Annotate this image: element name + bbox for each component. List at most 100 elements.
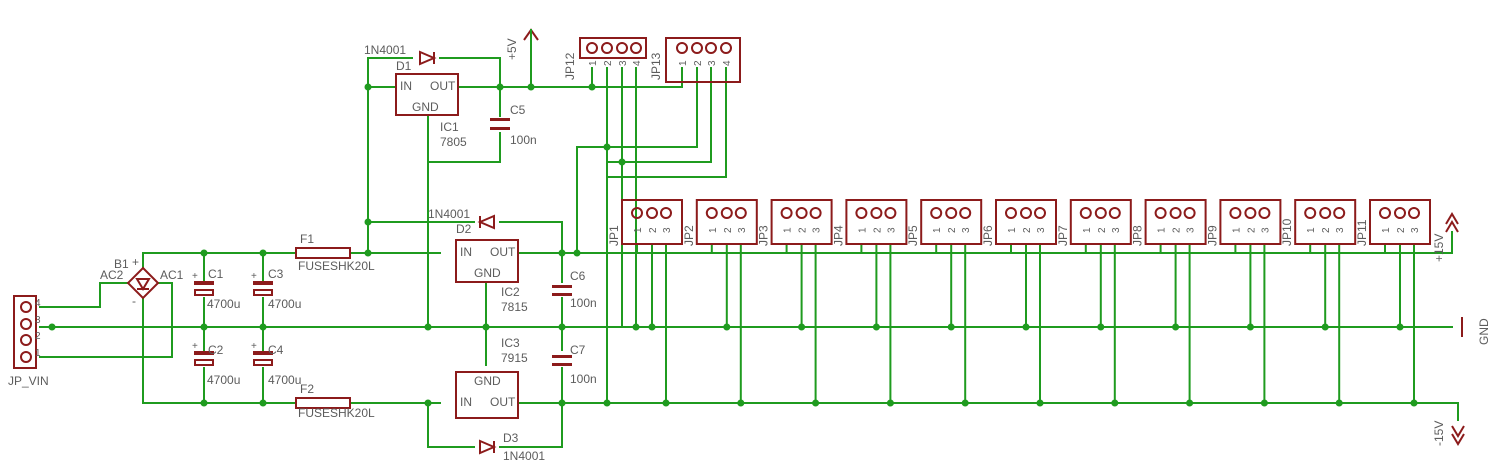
jp7-pin-2-label: 2	[1097, 227, 1108, 233]
jp-vin-pin-4: 4	[35, 298, 41, 309]
capacitor-c5: C5 100n	[490, 103, 537, 147]
supply-m15: -15V	[1432, 421, 1465, 446]
jp3-pin-hole	[809, 207, 822, 219]
junction	[1111, 399, 1119, 407]
b1-ac1-label: AC1	[160, 268, 184, 282]
jp6-pin-hole	[1005, 207, 1017, 219]
jp8-pin-hole	[1169, 207, 1182, 219]
ic3-value: 7915	[501, 351, 528, 365]
ic3-in: IN	[460, 395, 472, 409]
junction	[1097, 323, 1105, 331]
jp10-label: JP10	[1280, 218, 1294, 246]
jp8-pin-hole	[1154, 207, 1167, 219]
jp6-pin-hole	[1020, 207, 1032, 219]
c5-label: C5	[510, 103, 526, 117]
jp7-pin-3-label: 3	[1111, 227, 1122, 233]
jp12-pin-4: 4	[632, 60, 643, 66]
c4-plus: +	[251, 341, 257, 352]
jp11-pin-hole	[1379, 207, 1391, 219]
jp12-pin-2: 2	[603, 60, 614, 66]
jp9-pin-3-label: 3	[1260, 227, 1271, 233]
jp7-label: JP7	[1056, 225, 1070, 246]
b1-ac2-label: AC2	[100, 268, 124, 282]
capacitor-c6: C6 100n	[552, 269, 597, 310]
jp11-pin-1-label: 1	[1381, 227, 1392, 233]
jp2-pin-3-label: 3	[737, 227, 748, 233]
c1-plus: +	[192, 271, 198, 282]
m15-label: -15V	[1432, 421, 1446, 446]
supply-p15: +15V	[1432, 212, 1459, 262]
jp8-pin-hole	[1183, 207, 1196, 219]
c3-value: 4700u	[268, 297, 301, 311]
f1-value: FUSESHK20L	[298, 259, 375, 273]
jp2-pin-hole	[720, 207, 733, 219]
jp9-pin-hole	[1244, 207, 1257, 219]
c6-label: C6	[570, 269, 586, 283]
ic2-out: OUT	[490, 245, 516, 259]
jp3-pin-hole	[795, 207, 808, 219]
jp2-pin-hole	[705, 207, 718, 219]
junction	[798, 323, 806, 331]
jp2-pin-1-label: 1	[708, 227, 719, 233]
jp8-label: JP8	[1131, 225, 1145, 246]
jp-vin-connector: 4 3 2 1 JP_VIN	[8, 295, 49, 388]
junction	[1260, 399, 1268, 407]
jp9-pin-hole	[1229, 207, 1242, 219]
c5-value: 100n	[510, 133, 537, 147]
jp-vin-pin-2: 2	[35, 331, 41, 342]
c7-label: C7	[570, 343, 586, 357]
jp1-label: JP1	[607, 225, 621, 246]
jp1-pin-hole	[631, 207, 643, 219]
d3-label: D3	[503, 431, 519, 445]
jp-vin-label: JP_VIN	[8, 374, 49, 388]
ic2-gnd: GND	[474, 266, 501, 280]
jp13-pin-1: 1	[678, 60, 689, 66]
jp-vin-pin-3: 3	[35, 315, 41, 326]
junction	[1036, 399, 1044, 407]
jp6-label: JP6	[981, 225, 995, 246]
jp4-pin-3-label: 3	[886, 227, 897, 233]
regulator-ic2: IN OUT GND IC2 7815	[455, 239, 528, 314]
jp8-pin-1-label: 1	[1157, 227, 1168, 233]
d1-label: D1	[396, 59, 412, 73]
jp5-pin-hole	[959, 207, 972, 219]
c3-label: C3	[268, 267, 284, 281]
junction	[961, 399, 969, 407]
junction	[1246, 323, 1254, 331]
jp7-pin-hole	[1079, 207, 1092, 219]
jp5-label: JP5	[906, 225, 920, 246]
jp10-pin-hole	[1333, 207, 1346, 219]
jp5-pin-hole	[930, 207, 943, 219]
jp4-label: JP4	[831, 225, 845, 246]
jp5-pin-1-label: 1	[932, 227, 943, 233]
capacitor-c3: + C3 4700u	[251, 267, 301, 311]
d2-label: D2	[456, 222, 472, 236]
junction	[1335, 399, 1343, 407]
jp4-pin-hole	[870, 207, 883, 219]
capacitor-c4: + C4 4700u	[251, 341, 301, 387]
jp7-pin-hole	[1094, 207, 1107, 219]
jp10-pin-3-label: 3	[1335, 227, 1346, 233]
junction	[1396, 323, 1404, 331]
c4-value: 4700u	[268, 373, 301, 387]
jp11-label: JP11	[1355, 219, 1369, 246]
jp6-pin-1-label: 1	[1007, 227, 1018, 233]
fuse-f1: F1 FUSESHK20L	[295, 232, 375, 273]
jp4-pin-hole	[884, 207, 897, 219]
bridge-rectifier-b1: B1 AC2 AC1 + -	[100, 255, 184, 308]
junction	[947, 323, 955, 331]
junction	[723, 323, 731, 331]
supply-p5: +5V	[505, 28, 539, 60]
diode-d1: 1N4001 D1	[364, 43, 437, 73]
c2-value: 4700u	[207, 373, 240, 387]
jp3-pin-2-label: 2	[798, 227, 809, 233]
jp7-pin-hole	[1108, 207, 1121, 219]
connector-jp12: 1 2 3 4 JP12	[563, 37, 647, 80]
